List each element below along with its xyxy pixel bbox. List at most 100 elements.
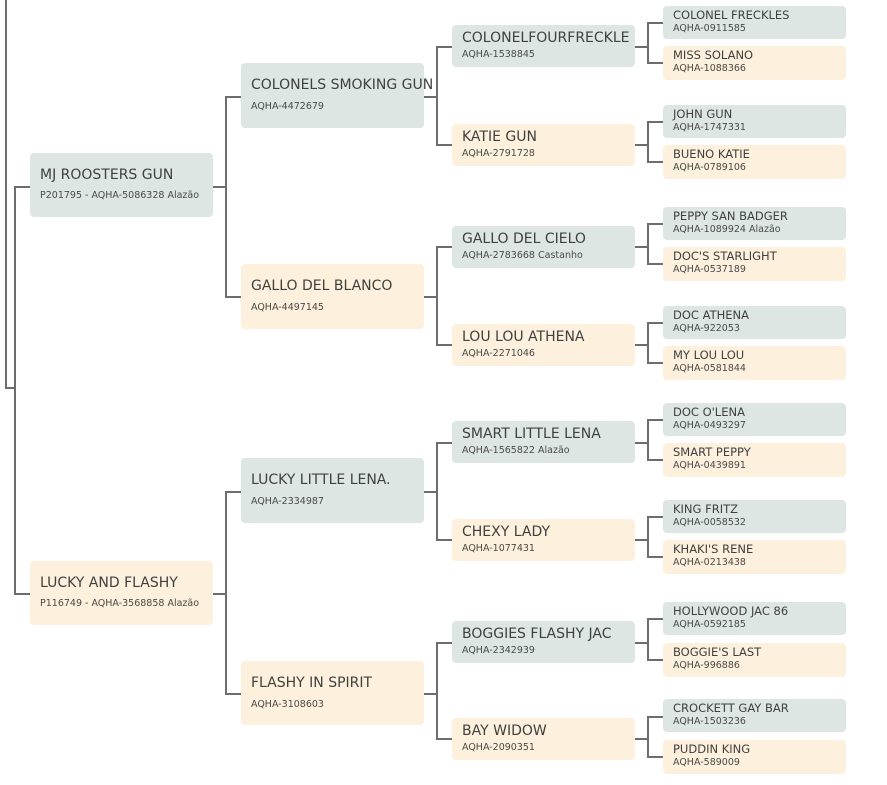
tree-connector [647,223,664,225]
horse-registration: AQHA-0581844 [673,363,746,375]
ancestor-card[interactable]: BUENO KATIE AQHA-0789106 [663,145,846,179]
ancestor-card[interactable]: CROCKETT GAY BAR AQHA-1503236 [663,699,846,732]
ancestor-card[interactable]: KHAKI'S RENE AQHA-0213438 [663,540,846,574]
ancestor-card[interactable]: BOGGIES FLASHY JAC AQHA-2342939 [452,621,635,663]
sire-card[interactable]: MJ ROOSTERS GUN P201795 - AQHA-5086328 A… [30,153,213,217]
tree-connector [647,716,649,758]
sire-dam-card[interactable]: GALLO DEL BLANCO AQHA-4497145 [241,264,424,329]
tree-connector [213,186,226,188]
ancestor-card[interactable]: GALLO DEL CIELO AQHA-2783668 Castanho [452,226,635,268]
horse-registration: AQHA-2271046 [462,348,535,360]
horse-name: JOHN GUN [673,107,733,121]
horse-name: LUCKY AND FLASHY [40,575,178,591]
horse-name: PUDDIN KING [673,742,751,756]
tree-connector [647,716,664,718]
tree-connector [436,442,453,444]
horse-registration: AQHA-589009 [673,757,740,769]
horse-name: DOC ATHENA [673,308,749,322]
tree-connector [647,459,664,461]
tree-connector [635,46,648,48]
ancestor-card[interactable]: LOU LOU ATHENA AQHA-2271046 [452,324,635,366]
ancestor-card[interactable]: HOLLYWOOD JAC 86 AQHA-0592185 [663,602,846,635]
ancestor-card[interactable]: PUDDIN KING AQHA-589009 [663,740,846,774]
horse-name: GALLO DEL CIELO [462,231,586,247]
tree-connector [5,0,7,388]
tree-connector [647,322,649,364]
horse-registration: AQHA-1747331 [673,122,746,134]
dam-sire-card[interactable]: LUCKY LITTLE LENA. AQHA-2334987 [241,458,424,523]
ancestor-card[interactable]: KATIE GUN AQHA-2791728 [452,124,635,166]
tree-connector [225,693,242,695]
ancestor-card[interactable]: JOHN GUN AQHA-1747331 [663,105,846,138]
ancestor-card[interactable]: DOC'S STARLIGHT AQHA-0537189 [663,247,846,281]
ancestor-card[interactable]: MY LOU LOU AQHA-0581844 [663,346,846,380]
tree-connector [647,22,649,64]
horse-registration: AQHA-1089924 Alazão [673,224,781,236]
horse-registration: AQHA-0213438 [673,557,746,569]
ancestor-card[interactable]: DOC ATHENA AQHA-922053 [663,306,846,339]
tree-connector [436,642,438,740]
horse-name: KING FRITZ [673,502,739,516]
horse-registration: AQHA-4497145 [251,302,324,314]
tree-connector [436,246,453,248]
horse-name: SMART PEPPY [673,445,751,459]
ancestor-card[interactable]: MISS SOLANO AQHA-1088366 [663,46,846,80]
tree-connector [647,22,664,24]
ancestor-card[interactable]: PEPPY SAN BADGER AQHA-1089924 Alazão [663,207,846,240]
horse-registration: AQHA-0439891 [673,460,746,472]
tree-connector [647,419,664,421]
horse-registration: AQHA-2791728 [462,148,535,160]
horse-name: KHAKI'S RENE [673,542,754,556]
horse-registration: AQHA-1503236 [673,716,746,728]
ancestor-card[interactable]: DOC O'LENA AQHA-0493297 [663,403,846,436]
tree-connector [14,186,16,595]
sire-sire-card[interactable]: COLONELS SMOKING GUN AQHA-4472679 [241,63,433,128]
horse-name: COLONEL FRECKLES [673,8,790,22]
horse-name: SMART LITTLE LENA [462,426,601,442]
horse-registration: AQHA-1565822 Alazão [462,445,570,457]
horse-registration: AQHA-1088366 [673,63,746,75]
tree-connector [635,144,648,146]
tree-connector [436,539,453,541]
ancestor-card[interactable]: SMART PEPPY AQHA-0439891 [663,443,846,477]
ancestor-card[interactable]: BOGGIE'S LAST AQHA-996886 [663,643,846,677]
horse-registration: AQHA-2090351 [462,742,535,754]
tree-connector [436,642,453,644]
tree-connector [647,322,664,324]
horse-registration: P201795 - AQHA-5086328 Alazão [40,190,200,202]
tree-connector [647,121,664,123]
tree-connector [225,491,227,695]
tree-connector [436,144,453,146]
horse-registration: AQHA-996886 [673,660,740,672]
tree-connector [635,738,648,740]
horse-registration: AQHA-922053 [673,323,740,335]
tree-connector [647,618,664,620]
horse-name: BOGGIE'S LAST [673,645,762,659]
ancestor-card[interactable]: CHEXY LADY AQHA-1077431 [452,519,635,561]
ancestor-card[interactable]: COLONEL FRECKLES AQHA-0911585 [663,6,846,39]
tree-connector [647,659,664,661]
horse-registration: AQHA-1077431 [462,543,535,555]
tree-connector [647,161,664,163]
horse-name: CROCKETT GAY BAR [673,701,789,715]
horse-name: PEPPY SAN BADGER [673,209,788,223]
dam-dam-card[interactable]: FLASHY IN SPIRIT AQHA-3108603 [241,661,424,725]
tree-connector [647,556,664,558]
tree-connector [635,642,648,644]
tree-connector [635,246,648,248]
horse-name: BAY WIDOW [462,723,547,739]
horse-name: MJ ROOSTERS GUN [40,167,174,183]
dam-card[interactable]: LUCKY AND FLASHY P116749 - AQHA-3568858 … [30,561,213,625]
tree-connector [647,362,664,364]
ancestor-card[interactable]: BAY WIDOW AQHA-2090351 [452,718,635,760]
ancestor-card[interactable]: SMART LITTLE LENA AQHA-1565822 Alazão [452,421,635,463]
tree-connector [436,442,438,541]
ancestor-card[interactable]: COLONELFOURFRECKLE AQHA-1538845 [452,25,635,67]
tree-connector [5,387,15,389]
tree-connector [436,46,453,48]
tree-connector [647,223,649,265]
horse-registration: AQHA-0493297 [673,420,746,432]
ancestor-card[interactable]: KING FRITZ AQHA-0058532 [663,500,846,533]
tree-connector [225,96,227,298]
